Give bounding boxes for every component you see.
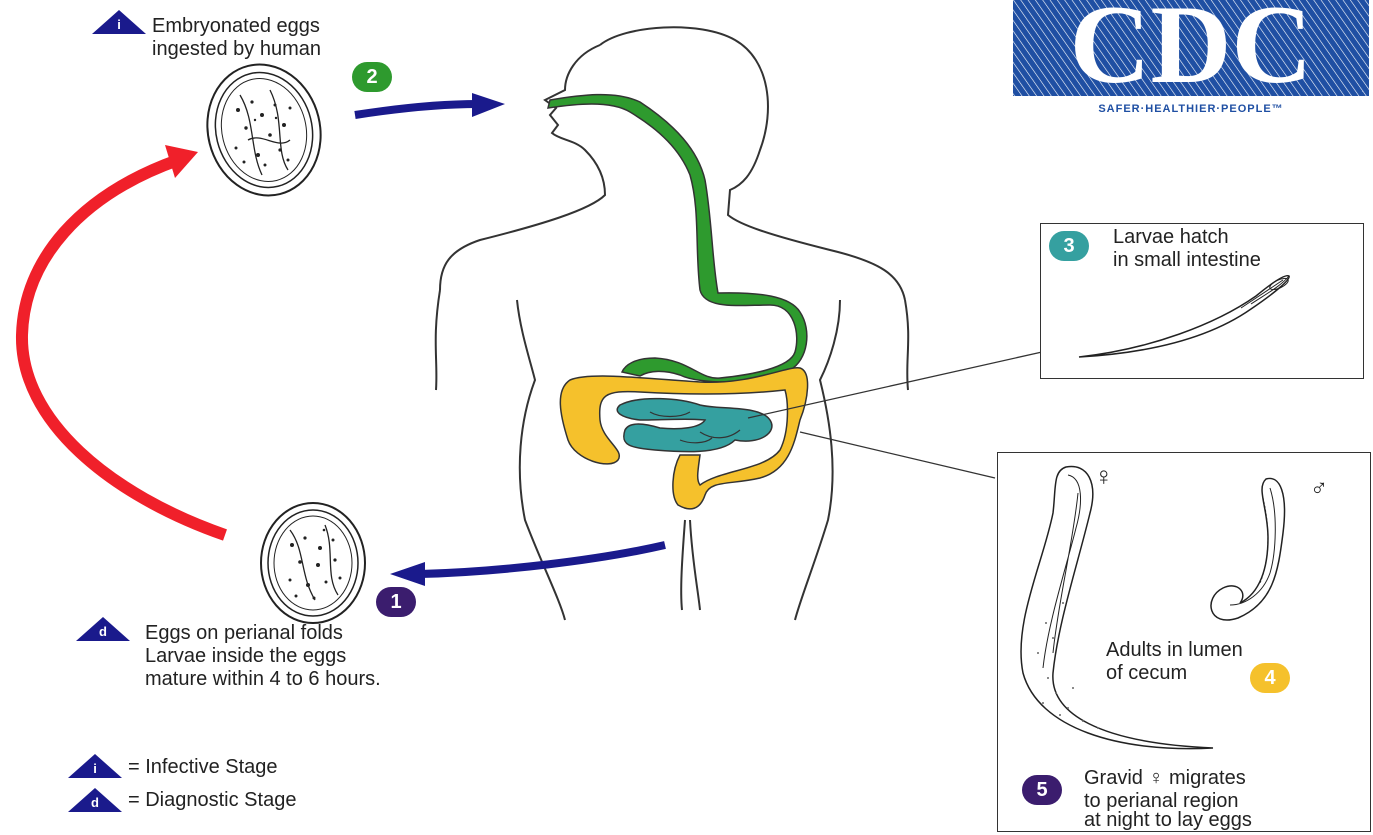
- legend-diagnostic-icon: d: [68, 788, 122, 812]
- embryonated-egg: [194, 52, 335, 207]
- red-return-arrow: [22, 145, 225, 535]
- infective-stage-marker: i: [92, 10, 146, 34]
- adults-callout-box: ♀ ♂ Adults in lumen of cecum 4 5 Gravid …: [997, 452, 1371, 832]
- diagnostic-stage-marker: d: [76, 617, 130, 641]
- label-eggs-on-perianal-folds: Eggs on perianal folds: [145, 622, 343, 645]
- small-intestine: [617, 399, 772, 452]
- perianal-egg: [261, 503, 365, 623]
- legend-infective-text: = Infective Stage: [128, 756, 278, 779]
- label-mature-4-6-hours: mature within 4 to 6 hours.: [145, 668, 381, 691]
- stage-4-badge: 4: [1250, 663, 1290, 693]
- pointer-line-adults: [800, 432, 995, 478]
- cdc-tagline: SAFER·HEALTHIER·PEOPLE™: [1098, 103, 1283, 115]
- stage-3-badge: 3: [1049, 231, 1089, 261]
- label-larvae-inside-eggs: Larvae inside the eggs: [145, 645, 346, 668]
- larvae-callout-box: 3 Larvae hatch in small intestine: [1040, 223, 1364, 379]
- female-symbol: ♀: [1094, 465, 1114, 488]
- perianal-arrow: [390, 545, 665, 586]
- esophagus: [548, 95, 807, 382]
- digestive-tract: [548, 95, 808, 509]
- ingestion-arrow: [355, 93, 505, 117]
- label-of-cecum: of cecum: [1106, 662, 1187, 685]
- human-body-outline: [436, 27, 909, 620]
- female-worm: [1021, 466, 1213, 748]
- legend-diagnostic-text: = Diagnostic Stage: [128, 789, 296, 812]
- stage-1-badge: 1: [376, 587, 416, 617]
- male-symbol: ♂: [1310, 477, 1328, 500]
- male-worm: [1211, 478, 1284, 620]
- stage-5-badge: 5: [1022, 775, 1062, 805]
- label-lay-eggs: at night to lay eggs: [1084, 809, 1252, 832]
- stage-2-badge: 2: [352, 62, 392, 92]
- cdc-logo: CDC SAFER·HEALTHIER·PEOPLE™: [1013, 0, 1369, 118]
- label-small-intestine: in small intestine: [1113, 249, 1261, 272]
- label-ingested-by-human: ingested by human: [152, 38, 321, 61]
- label-larvae-hatch: Larvae hatch: [1113, 226, 1229, 249]
- label-gravid-migrates: Gravid ♀ migrates: [1084, 767, 1246, 790]
- legend-infective-icon: i: [68, 754, 122, 778]
- label-embryonated-eggs: Embryonated eggs: [152, 15, 320, 38]
- label-adults-in-lumen: Adults in lumen: [1106, 639, 1243, 662]
- cdc-logo-text: CDC: [1070, 0, 1313, 107]
